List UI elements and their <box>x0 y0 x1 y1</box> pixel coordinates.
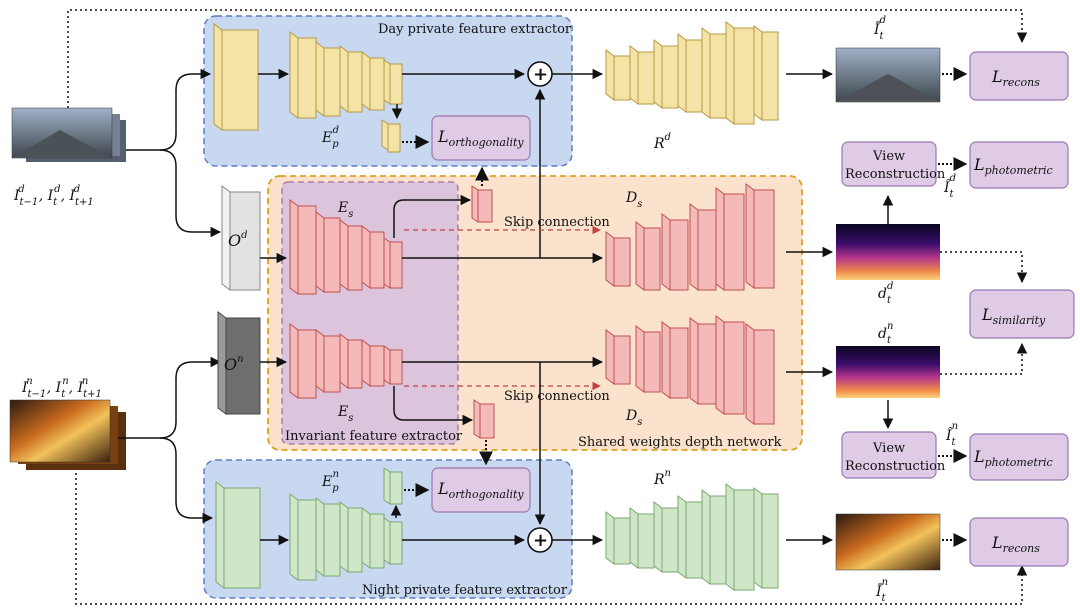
recons-loop-top <box>67 9 1028 118</box>
photometric-loss-top <box>969 141 1069 189</box>
night-box-title: Night private feature extractor <box>362 583 568 598</box>
Od-label: Od <box>228 230 248 250</box>
night-input-images <box>9 399 126 470</box>
recons-loop-bottom <box>75 468 1028 605</box>
reconstructed-night-image <box>835 513 941 571</box>
night-private-encoder <box>215 467 403 589</box>
day-depth-map <box>836 224 940 280</box>
orthogonality-loss-top-label: Lorthogonality <box>437 127 524 149</box>
Rn-label: Rn <box>653 468 671 488</box>
On-label: On <box>224 354 244 374</box>
recons-loss-bottom <box>969 517 1069 567</box>
plus-node-bottom-symbol: + <box>533 530 548 551</box>
shared-encoder-bottom <box>289 323 495 439</box>
Itn-hat-label: Îtn <box>945 421 958 448</box>
recons-loss-top-label: Lrecons <box>991 67 1040 89</box>
photometric-loss-bottom <box>969 433 1069 481</box>
view-reconstruction-top <box>841 141 937 187</box>
orthogonality-loss-bottom-label: Lorthogonality <box>437 479 524 501</box>
day-input-images <box>11 107 126 162</box>
On-block <box>217 311 261 415</box>
orthogonality-loss-bottom <box>431 467 531 513</box>
recons-loss-bottom-label: Lrecons <box>991 533 1040 555</box>
Ds-top-label: Ds <box>625 190 642 210</box>
skip-connection-bottom: Skip connection <box>504 389 610 404</box>
photometric-loss-top-label: Lphotometric <box>973 155 1053 177</box>
shared-decoder-bottom <box>605 315 775 425</box>
day-decoder-Rd <box>605 21 779 125</box>
view-reconstruction-bottom <box>841 431 937 479</box>
plus-node-top-symbol: + <box>533 64 548 85</box>
dtn-label: dtn <box>878 321 893 346</box>
Itd-bar-label: Ītd <box>873 15 886 42</box>
night-decoder-Rn <box>605 483 779 591</box>
recons-loss-top <box>969 51 1069 101</box>
view-recon-bottom-line1: View <box>872 441 905 456</box>
Ds-bottom-label: Ds <box>625 408 642 428</box>
photometric-loss-bottom-label: Lphotometric <box>973 447 1053 469</box>
night-input-label: It−1n, Itn, It+1n <box>21 376 102 400</box>
Itn-bar-label: Ītn <box>875 577 888 604</box>
Itd-hat-label: Îtd <box>943 173 956 200</box>
Es-bottom-label: Es <box>337 404 353 424</box>
invariant-box-title: Invariant feature extractor <box>285 429 463 444</box>
orthogonality-loss-top <box>431 115 531 161</box>
similarity-loss <box>969 289 1075 339</box>
shared-box-title: Shared weights depth network <box>578 435 782 450</box>
day-box-title: Day private feature extractor <box>378 22 572 37</box>
view-recon-bottom-line2: Reconstruction <box>845 459 946 474</box>
night-depth-map <box>836 346 940 398</box>
skip-connection-top: Skip connection <box>504 215 610 230</box>
day-private-encoder <box>212 22 403 153</box>
Epn-label: Epn <box>321 469 339 494</box>
Od-block <box>221 185 261 291</box>
Es-top-label: Es <box>337 200 353 220</box>
day-input-label: It−1d, Itd, It+1d <box>13 184 94 208</box>
Epd-label: Epd <box>321 125 339 150</box>
view-recon-top-line1: View <box>872 149 905 164</box>
dtd-label: dtd <box>878 281 893 306</box>
shared-encoder-top <box>289 185 493 295</box>
view-recon-top-line2: Reconstruction <box>845 167 946 182</box>
similarity-loss-label: Lsimilarity <box>981 305 1046 327</box>
Rd-label: Rd <box>653 132 671 152</box>
shared-decoder-top <box>605 183 775 291</box>
